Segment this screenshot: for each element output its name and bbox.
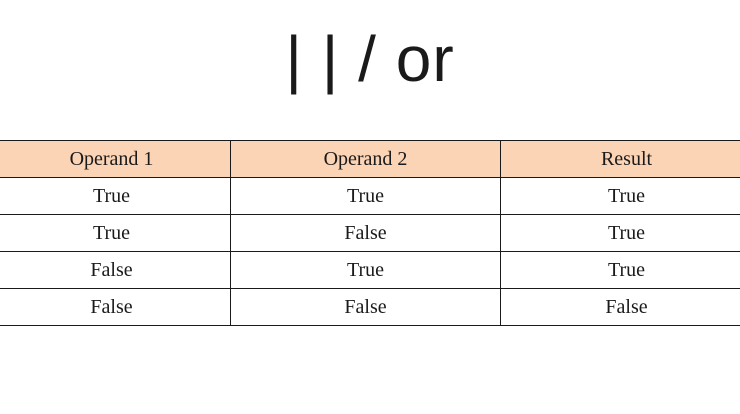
cell-operand-1: True: [0, 214, 231, 252]
table-row: True False True: [0, 214, 740, 252]
cell-result: True: [500, 251, 740, 289]
cell-operand-2: False: [230, 214, 501, 252]
header-result: Result: [500, 140, 740, 178]
cell-operand-1: True: [0, 177, 231, 215]
cell-result: True: [500, 177, 740, 215]
cell-result: False: [500, 288, 740, 326]
cell-result: True: [500, 214, 740, 252]
table-header-row: Operand 1 Operand 2 Result: [0, 140, 740, 178]
table-row: True True True: [0, 177, 740, 215]
slide-title: | | / or: [285, 23, 455, 95]
table-row: False True True: [0, 251, 740, 289]
truth-table: Operand 1 Operand 2 Result True True Tru…: [0, 140, 740, 326]
cell-operand-1: False: [0, 251, 231, 289]
header-operand-2: Operand 2: [230, 140, 501, 178]
cell-operand-1: False: [0, 288, 231, 326]
cell-operand-2: True: [230, 251, 501, 289]
table-row: False False False: [0, 288, 740, 326]
cell-operand-2: True: [230, 177, 501, 215]
header-operand-1: Operand 1: [0, 140, 231, 178]
cell-operand-2: False: [230, 288, 501, 326]
